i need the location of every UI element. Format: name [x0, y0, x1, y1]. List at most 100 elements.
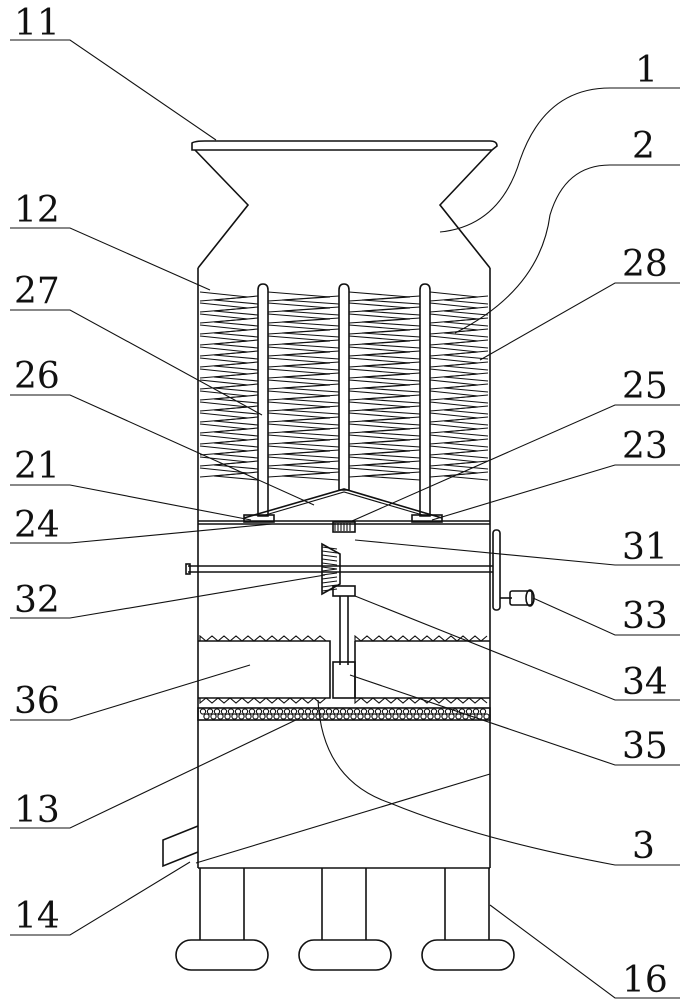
tooth-rod-left-l	[213, 350, 259, 360]
tooth-rod-right-r	[429, 324, 479, 335]
tooth-rod-right-l	[361, 339, 421, 349]
tooth-rod-right-r	[429, 390, 479, 401]
mesh-hole	[406, 713, 413, 720]
bevel-tooth	[321, 576, 338, 580]
mesh-hole	[269, 708, 277, 715]
mesh-hole	[315, 713, 322, 720]
mesh-hole	[262, 708, 270, 715]
mesh-hole	[266, 713, 273, 720]
tooth-rod-left-l	[213, 295, 259, 305]
tooth-rod-center-r	[348, 434, 411, 445]
tooth-rod-left-r	[267, 390, 331, 401]
tooth-rod-center-r	[348, 357, 411, 368]
tooth-rod-left-r	[267, 456, 331, 467]
upper-gear	[334, 523, 351, 531]
tooth-rod-right-r	[429, 456, 479, 467]
label-26: 26	[14, 356, 60, 397]
serration-top-right	[354, 634, 488, 642]
tooth-rod-left-r	[267, 357, 331, 368]
bevel-tooth	[321, 562, 338, 566]
bevel-tooth	[321, 550, 338, 554]
mesh-hole	[322, 713, 329, 720]
label-3: 3	[632, 826, 655, 867]
mesh-hole	[385, 713, 392, 720]
tooth-rod-left-l	[213, 361, 259, 371]
tooth-rod-left-r	[267, 313, 331, 324]
tooth-rod-left-l	[213, 394, 259, 404]
bevel-tooth	[321, 554, 338, 558]
tooth-rod-right-l	[361, 405, 421, 415]
foot-right	[421, 939, 515, 971]
mesh-hole	[483, 713, 490, 720]
vertical-shaft	[332, 585, 356, 699]
tooth-rod-left-r	[267, 423, 331, 434]
tooth-wall-left	[199, 291, 249, 302]
mesh-hole	[318, 708, 326, 715]
tooth-rod-right-r	[429, 313, 479, 324]
mesh-hole	[231, 713, 238, 720]
tooth-rod-center-r	[348, 324, 411, 335]
mesh-hole	[381, 708, 389, 715]
mesh-hole	[301, 713, 308, 720]
tooth-rod-right-r	[429, 291, 479, 302]
screen-mesh	[199, 708, 490, 720]
tooth-rod-center-r	[348, 390, 411, 401]
tooth-wall-left	[199, 434, 249, 445]
bevel-tooth	[321, 588, 338, 592]
mesh-hole	[472, 708, 480, 715]
tooth-rod-right-r	[429, 379, 479, 390]
tooth-rod-left-l	[213, 460, 259, 470]
tooth-rod-right-r	[429, 434, 479, 445]
mesh-hole	[353, 708, 361, 715]
mesh-hole	[434, 713, 441, 720]
hand-wheel	[492, 529, 501, 611]
mesh-hole	[297, 708, 305, 715]
mesh-hole	[479, 708, 487, 715]
mesh-hole	[283, 708, 291, 715]
mesh-hole	[416, 708, 424, 715]
label-11: 11	[14, 3, 60, 44]
tooth-rod-center-r	[348, 401, 411, 412]
tooth-wall-left	[199, 445, 249, 456]
tooth-rod-left-r	[267, 291, 331, 302]
tooth-rod-right-r	[429, 368, 479, 379]
tooth-wall-right	[443, 361, 489, 371]
crank-handle	[509, 590, 533, 606]
mesh-hole	[469, 713, 476, 720]
lower-gear-hub	[332, 585, 356, 597]
tooth-rod-center-r	[348, 346, 411, 357]
tooth-wall-left	[199, 324, 249, 335]
filter-screen	[197, 707, 491, 721]
legs	[175, 868, 515, 971]
mesh-hole	[252, 713, 259, 720]
tooth-rod-center-l	[281, 328, 340, 338]
mesh-hole	[290, 708, 298, 715]
mesh-hole	[444, 708, 452, 715]
tooth-wall-right	[443, 405, 489, 415]
tooth-wall-right	[443, 372, 489, 382]
tooth-rod-left-r	[267, 467, 331, 478]
mesh-hole	[350, 713, 357, 720]
tooth-rod-left-l	[213, 328, 259, 338]
tooth-rod-right-l	[361, 449, 421, 459]
tooth-rod-center-l	[281, 383, 340, 393]
tooth-rod-right-l	[361, 372, 421, 382]
mesh-hole	[210, 713, 217, 720]
label-1: 1	[635, 50, 658, 91]
tooth-rod-right-l	[361, 350, 421, 360]
mesh-hole	[329, 713, 336, 720]
mesh-hole	[234, 708, 242, 715]
tooth-rod-center-l	[281, 306, 340, 316]
label-35: 35	[622, 726, 668, 767]
housing	[191, 140, 498, 869]
mesh-hole	[220, 708, 228, 715]
tooth-rod-center-l	[281, 372, 340, 382]
label-13: 13	[14, 790, 60, 831]
label-14: 14	[14, 896, 60, 937]
tooth-wall-left	[199, 390, 249, 401]
triangular-brace-inner	[261, 491, 427, 517]
rod-left	[257, 283, 269, 517]
foot-left	[175, 939, 269, 971]
